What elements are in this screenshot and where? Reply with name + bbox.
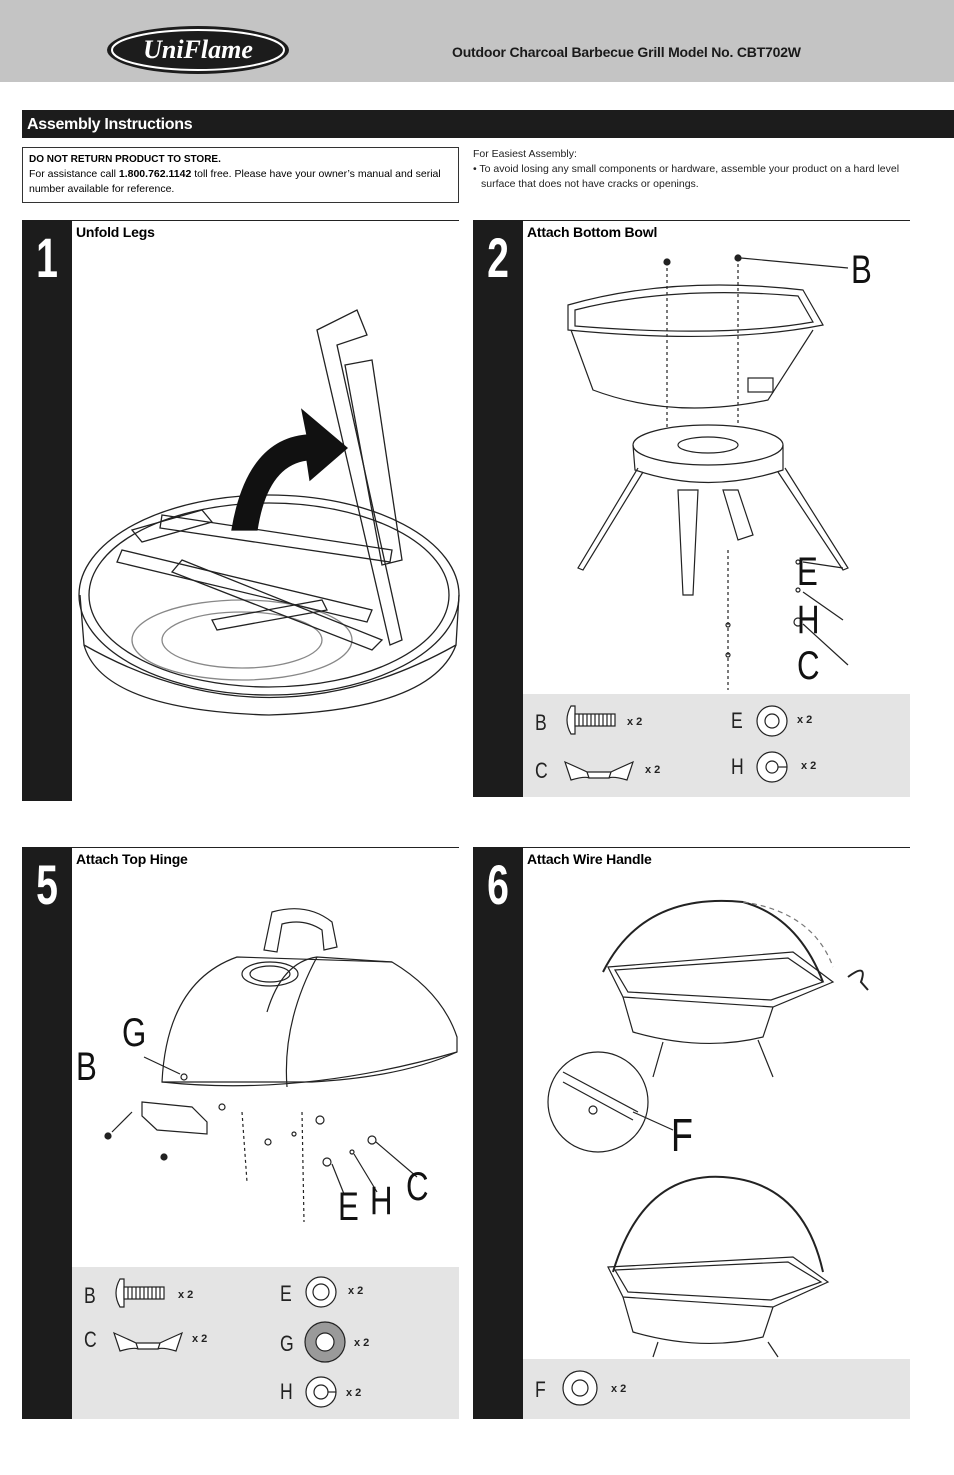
step-number-column: 5 xyxy=(22,847,72,1419)
wing-nut-icon xyxy=(113,1331,183,1352)
step-number: 6 xyxy=(487,853,509,916)
part-qty-g: x 2 xyxy=(354,1337,370,1349)
part-label-c: C xyxy=(535,758,548,783)
part-label-h: H xyxy=(280,1379,293,1404)
step-title: Attach Wire Handle xyxy=(527,851,652,867)
part-qty-f: x 2 xyxy=(611,1383,627,1395)
parts-list: B x 2 E x 2 C x 2 G x 2 H x 2 xyxy=(72,1267,459,1419)
part-label-g: G xyxy=(280,1331,294,1356)
part-label-b: B xyxy=(535,710,547,735)
step-5: 5 Attach Top Hinge G B E H C B xyxy=(22,847,459,1419)
part-qty-e: x 2 xyxy=(797,714,813,726)
callout-c: C xyxy=(406,1165,429,1209)
callout-e: E xyxy=(797,550,818,594)
uniflame-logo: UniFlame xyxy=(107,26,289,74)
part-qty-e: x 2 xyxy=(348,1285,364,1297)
attach-top-hinge-illustration xyxy=(104,908,458,1223)
step-number: 5 xyxy=(36,853,58,916)
wing-nut-icon xyxy=(564,760,634,781)
step-2: 2 Attach Bottom Bowl B E H C B xyxy=(473,220,910,797)
part-label-b: B xyxy=(84,1283,96,1308)
part-label-h: H xyxy=(731,754,744,779)
part-qty-c: x 2 xyxy=(645,764,661,776)
step-number: 2 xyxy=(487,226,509,289)
step-title: Attach Bottom Bowl xyxy=(527,224,658,240)
notice-text: For assistance call 1.800.762.1142 toll … xyxy=(29,167,452,197)
callout-g: G xyxy=(122,1011,147,1055)
section-title-bar: Assembly Instructions xyxy=(22,110,954,138)
bolt-icon xyxy=(115,1278,165,1308)
washer-icon xyxy=(562,1370,598,1406)
notice-title: DO NOT RETURN PRODUCT TO STORE. xyxy=(29,154,221,165)
step-number-column: 1 xyxy=(22,220,72,801)
phone-number: 1.800.762.1142 xyxy=(118,168,192,180)
notice-box: DO NOT RETURN PRODUCT TO STORE. For assi… xyxy=(22,147,459,203)
callout-h: H xyxy=(370,1179,393,1223)
part-label-e: E xyxy=(280,1281,292,1306)
callout-c: C xyxy=(797,644,820,688)
callout-f: F xyxy=(671,1109,693,1161)
callout-b: B xyxy=(851,248,872,292)
svg-text:UniFlame: UniFlame xyxy=(143,35,253,64)
part-qty-h: x 2 xyxy=(346,1387,362,1399)
section-title: Assembly Instructions xyxy=(27,116,193,133)
step-title: Unfold Legs xyxy=(76,224,155,240)
washer-icon xyxy=(305,1276,337,1308)
part-qty-b: x 2 xyxy=(627,716,643,728)
step-title: Attach Top Hinge xyxy=(76,851,188,867)
page-header: UniFlame Outdoor Charcoal Barbecue Grill… xyxy=(0,0,954,82)
washer-icon xyxy=(756,705,788,737)
parts-list: F x 2 xyxy=(523,1359,910,1419)
callout-e: E xyxy=(338,1185,359,1229)
easiest-bullet: • To avoid losing any small components o… xyxy=(473,163,900,190)
step-number-column: 6 xyxy=(473,847,523,1419)
step-1: 1 Unfold Legs xyxy=(22,220,460,801)
easiest-assembly-note: For Easiest Assembly: • To avoid losing … xyxy=(473,147,913,192)
lock-washer-icon xyxy=(756,751,788,783)
attach-wire-handle-illustration xyxy=(547,899,869,1358)
callout-h: H xyxy=(797,598,820,642)
bolt-icon xyxy=(566,705,616,735)
part-qty-h: x 2 xyxy=(801,760,817,772)
part-label-f: F xyxy=(535,1377,546,1402)
parts-list: B x 2 E x 2 C x 2 H x 2 xyxy=(523,694,910,797)
part-label-c: C xyxy=(84,1327,97,1352)
step-number: 1 xyxy=(36,226,58,289)
part-label-e: E xyxy=(731,708,743,733)
document-title: Outdoor Charcoal Barbecue Grill Model No… xyxy=(452,44,801,60)
step-number-column: 2 xyxy=(473,220,523,797)
large-washer-icon xyxy=(304,1321,346,1363)
step-6: 6 Attach Wire Handle F F x 2 xyxy=(473,847,910,1419)
callout-b: B xyxy=(76,1045,97,1089)
lock-washer-icon xyxy=(305,1376,337,1408)
attach-bottom-bowl-illustration xyxy=(567,254,849,690)
part-qty-c: x 2 xyxy=(192,1333,208,1345)
unfold-legs-illustration xyxy=(78,309,460,716)
notice-text-after: toll free. Please have your owner’s manu… xyxy=(29,168,441,195)
notice-text-before: For assistance call xyxy=(29,168,119,180)
easiest-heading: For Easiest Assembly: xyxy=(473,148,577,160)
part-qty-b: x 2 xyxy=(178,1289,194,1301)
